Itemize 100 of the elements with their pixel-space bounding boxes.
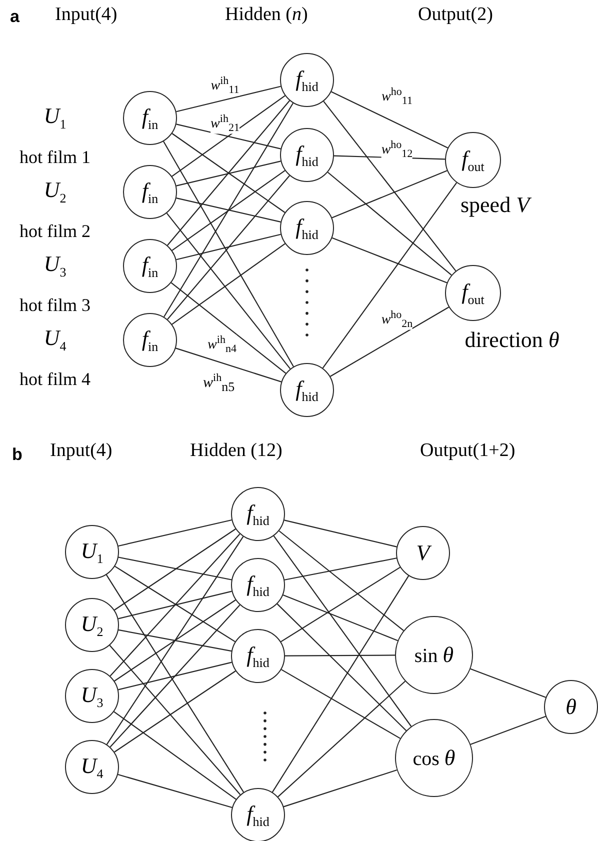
connection-line <box>176 86 281 112</box>
connection-line <box>114 600 236 682</box>
neuron-label: U$_{2}$ <box>80 612 104 638</box>
connection-line <box>273 536 412 727</box>
neuron-label: f$_{hid}$ <box>246 502 270 526</box>
connection-line <box>172 95 286 177</box>
panel-letter: b <box>12 446 22 465</box>
node-caption: U$_{3}$ <box>44 252 66 280</box>
neuron-circle <box>123 165 177 219</box>
connection-line <box>280 566 400 642</box>
neuron-circle <box>65 525 119 579</box>
connection-line <box>172 170 286 251</box>
connection-line <box>118 590 232 620</box>
neuron-label: U$_{3}$ <box>80 684 104 708</box>
connection-line <box>109 644 241 796</box>
panel-letter: a <box>10 8 20 27</box>
neuron-label: f$_{hid}$ <box>246 644 270 668</box>
connection-line <box>163 141 294 367</box>
connection-line <box>278 680 406 798</box>
neuron-label: θ <box>566 696 576 718</box>
connection-line <box>322 182 458 368</box>
node-caption: speed V <box>460 192 530 218</box>
connection-line <box>163 102 294 318</box>
connection-line <box>114 670 236 752</box>
node-caption: direction θ <box>464 328 560 352</box>
connection-line <box>176 160 281 186</box>
neuron-label: U$_{4}$ <box>80 754 104 780</box>
connection-line <box>166 212 291 370</box>
neuron-circle <box>65 669 119 723</box>
connection-line <box>118 629 232 652</box>
neuron-label: f$_{hid}$ <box>246 802 270 828</box>
connection-line <box>172 133 286 213</box>
neuron-label: f$_{in}$ <box>142 328 158 352</box>
node-caption: U$_{2}$ <box>44 178 66 206</box>
connection-line <box>278 530 404 632</box>
neuron-circle <box>396 526 450 580</box>
neuron-label: cos θ <box>412 747 456 769</box>
neuron-circle <box>231 788 285 841</box>
neuron-label: f$_{out}$ <box>462 280 484 306</box>
node-caption: U$_{1}$ <box>44 104 66 132</box>
layer-heading: Input(4) <box>50 441 112 462</box>
neuron-label: V <box>416 542 430 564</box>
connection-line <box>323 100 456 272</box>
connection-line <box>332 170 448 218</box>
neuron-circle <box>123 239 177 293</box>
neuron-circle <box>65 740 119 794</box>
neuron-label: U$_{1}$ <box>80 540 104 564</box>
connection-line <box>106 574 244 792</box>
connection-line <box>167 100 290 246</box>
connection-line <box>284 558 397 580</box>
neuron-label: f$_{in}$ <box>142 254 158 278</box>
neuron-circle <box>123 313 177 367</box>
connection-line <box>282 594 398 642</box>
connection-line <box>114 711 236 800</box>
connection-line <box>470 668 546 698</box>
connection-line <box>284 770 398 808</box>
layer-heading: Output(2) <box>418 5 493 26</box>
node-caption: hot film 4 <box>20 370 90 390</box>
neuron-label: f$_{hid}$ <box>296 216 318 240</box>
layer-heading: Hidden (12) <box>190 441 282 462</box>
connection-line <box>327 172 452 276</box>
neuron-label: f$_{out}$ <box>462 148 484 172</box>
connection-line <box>118 556 232 580</box>
neuron-circle <box>280 363 334 417</box>
connection-line <box>272 576 410 792</box>
connection-line <box>281 669 401 739</box>
neuron-circle <box>231 558 285 612</box>
connection-line <box>330 306 450 377</box>
node-caption: U$_{4}$ <box>44 326 66 354</box>
connection-line <box>176 348 282 382</box>
connection-line <box>285 654 395 656</box>
connection-line <box>331 91 448 148</box>
neuron-label: f$_{in}$ <box>142 180 158 204</box>
neuron-circle <box>231 487 285 541</box>
neuron-label: f$_{in}$ <box>142 106 158 130</box>
connection-line <box>176 124 281 150</box>
node-caption: hot film 3 <box>20 296 90 316</box>
connection-line <box>284 520 397 548</box>
connection-line <box>110 604 240 748</box>
neuron-label: f$_{hid}$ <box>246 572 270 598</box>
neuron-circle <box>280 53 334 107</box>
connection-line <box>114 528 236 610</box>
neuron-circle <box>123 91 177 145</box>
connection-line <box>110 534 240 676</box>
neuron-circle <box>231 629 285 683</box>
layer-heading: Output(1+2) <box>420 441 516 462</box>
connection-line <box>106 536 244 745</box>
connection-line <box>470 716 546 745</box>
layer-heading: Hidden (n) <box>225 5 308 26</box>
neuron-label: f$_{hid}$ <box>296 68 318 92</box>
neuron-label: f$_{hid}$ <box>296 378 318 402</box>
connection-line <box>118 774 232 808</box>
connection-line <box>176 234 281 260</box>
connection-line <box>176 198 281 222</box>
connection-line <box>118 662 232 690</box>
neuron-circle <box>280 128 334 182</box>
node-caption: hot film 2 <box>20 222 90 242</box>
connection-line <box>170 282 286 374</box>
connection-line <box>332 237 448 284</box>
neuron-label: f$_{hid}$ <box>296 142 318 168</box>
